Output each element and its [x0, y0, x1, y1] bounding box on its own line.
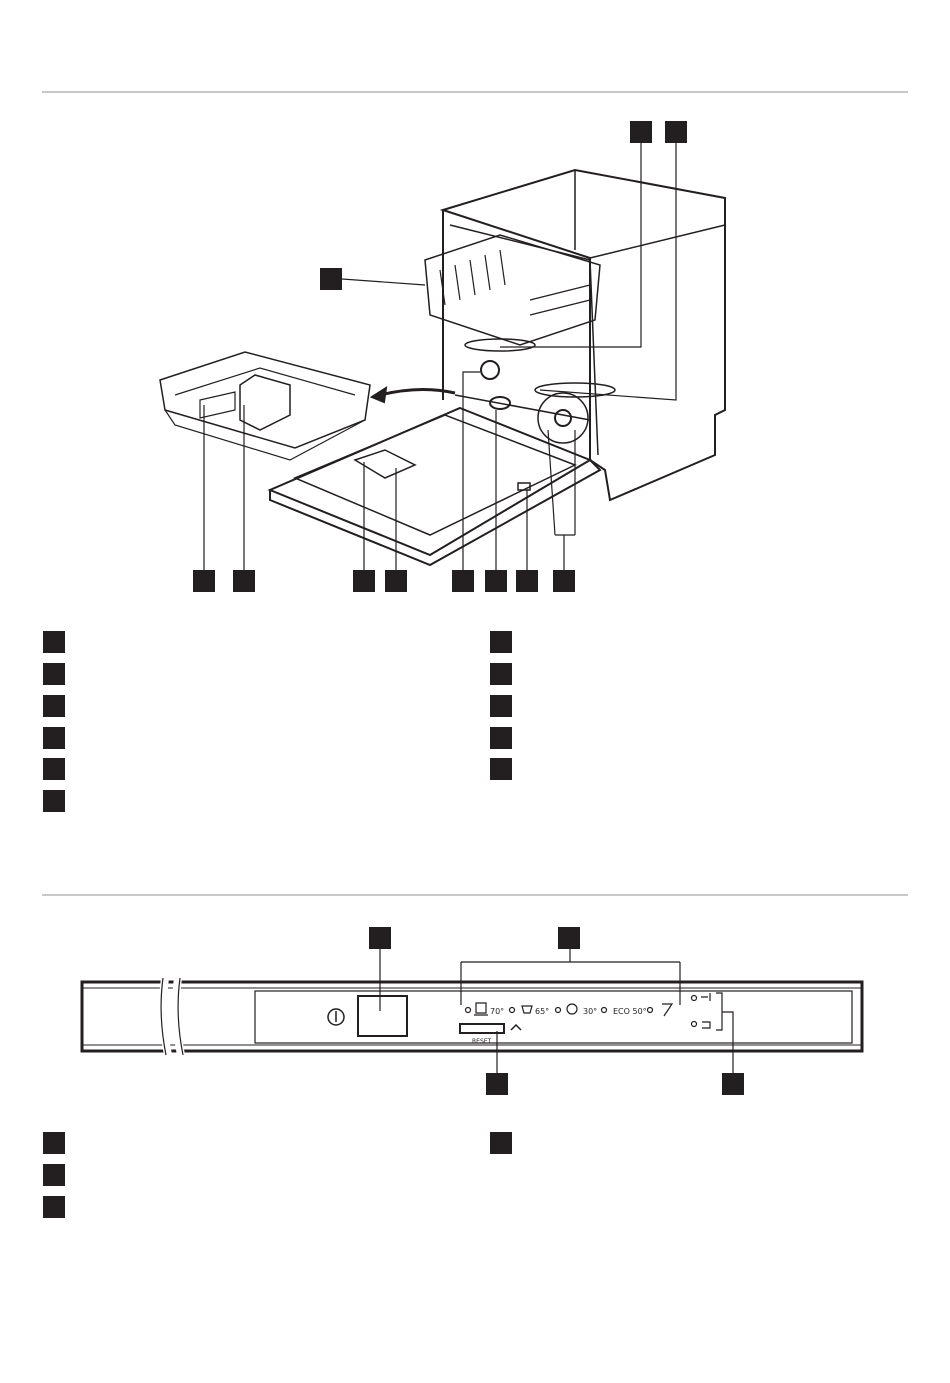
quick-clock-icon [566, 1003, 578, 1015]
remove-arrow [379, 387, 456, 397]
salt-container [480, 360, 500, 380]
callout-marker [516, 570, 538, 592]
callout-marker [665, 121, 687, 143]
legend-marker [43, 1164, 65, 1186]
callout-marker [630, 121, 652, 143]
callout-marker [485, 570, 507, 592]
legend-marker [43, 631, 65, 653]
legend-marker [43, 1132, 65, 1154]
callout-marker [320, 268, 342, 290]
rinse-aid-icon [662, 1003, 674, 1017]
display [357, 995, 408, 1037]
filters [537, 392, 589, 444]
program-65: 65° [535, 1007, 549, 1016]
program-70: 70° [490, 1007, 504, 1016]
callout-marker [353, 570, 375, 592]
callout-marker [369, 927, 391, 949]
callout-marker [553, 570, 575, 592]
legend-marker [490, 1132, 512, 1154]
dishwasher-diagram [159, 143, 726, 571]
program-30: 30° [583, 1007, 597, 1016]
reset-label: RESET [472, 1038, 492, 1045]
legend-marker [43, 727, 65, 749]
upper-spray-arm [464, 338, 536, 352]
power-icon [327, 1008, 345, 1026]
callout-marker [452, 570, 474, 592]
cup-icon [521, 1005, 533, 1014]
legend-marker [43, 663, 65, 685]
reset-button [459, 1023, 505, 1034]
legend-marker [490, 758, 512, 780]
legend-marker [43, 758, 65, 780]
program-eco50: ECO 50° [613, 1007, 647, 1016]
chevron-up-icon [510, 1023, 522, 1031]
callout-marker [233, 570, 255, 592]
callout-marker [193, 570, 215, 592]
section-divider-top [42, 91, 908, 93]
upper-basket [424, 234, 601, 346]
legend-marker [490, 727, 512, 749]
legend-marker [490, 695, 512, 717]
callout-marker [558, 927, 580, 949]
section-divider-middle [42, 894, 908, 896]
rating-plate [517, 482, 531, 491]
cabinet-outline [439, 168, 726, 502]
lower-spray-arm [534, 382, 616, 398]
delay-start-icon [701, 993, 711, 1001]
callout-marker [385, 570, 407, 592]
callout-marker [486, 1073, 508, 1095]
legend-marker [43, 695, 65, 717]
legend-marker [43, 1196, 65, 1218]
detergent-dispenser [353, 449, 417, 479]
multitab-icon [702, 1021, 711, 1029]
pots-icon [474, 1002, 488, 1016]
legend-marker [490, 663, 512, 685]
cutlery-basket [239, 374, 291, 431]
callout-marker [722, 1073, 744, 1095]
legend-marker [490, 631, 512, 653]
legend-marker [43, 790, 65, 812]
